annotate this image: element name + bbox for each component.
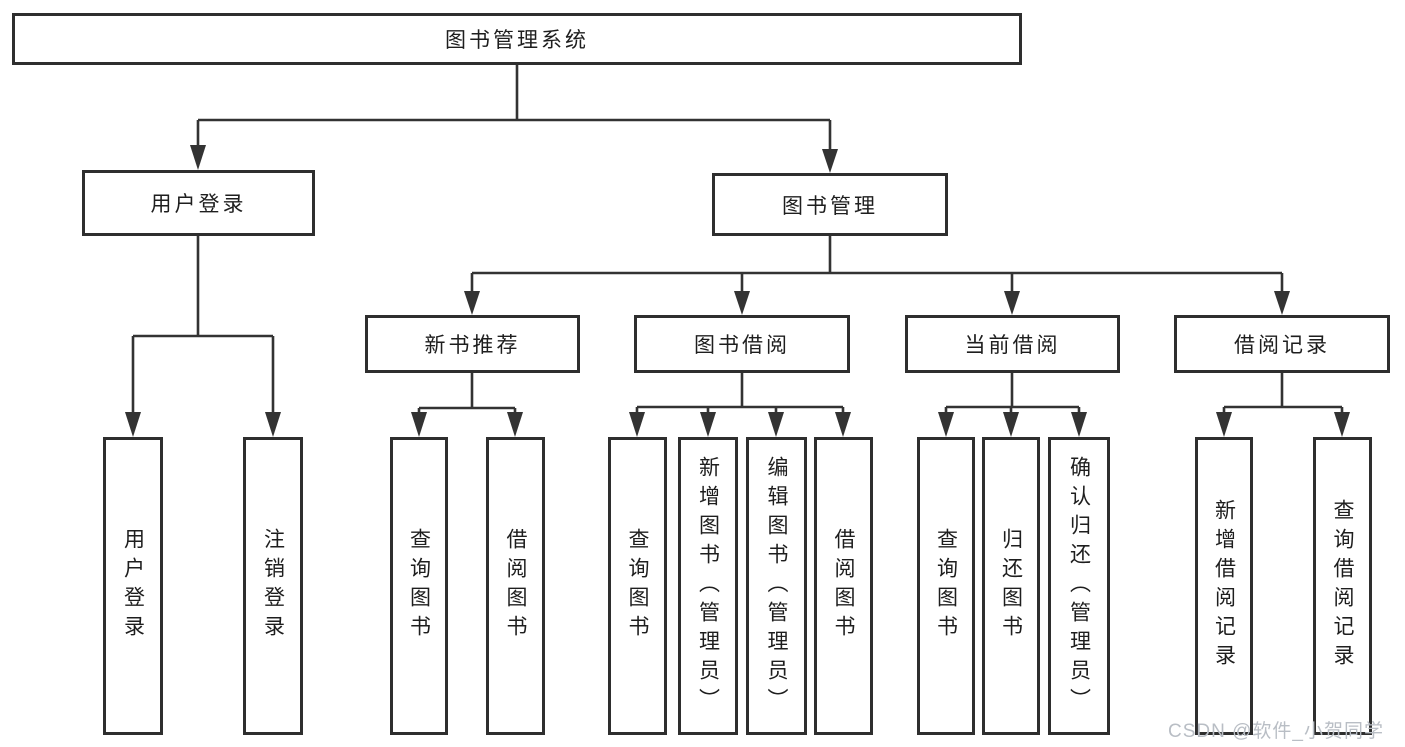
node-book-borrow: 图书借阅 (634, 315, 850, 373)
leaf-borrow-add-books-admin: 新增图书（管理员） (678, 437, 738, 735)
leaf-borrow-query-books-label: 查询图书 (626, 528, 650, 644)
leaf-records-add-record-label: 新增借阅记录 (1212, 499, 1236, 673)
node-borrow-records: 借阅记录 (1174, 315, 1390, 373)
leaf-current-confirm-return-admin-label: 确认归还（管理员） (1067, 455, 1091, 717)
node-root: 图书管理系统 (12, 13, 1022, 65)
node-book-borrow-label: 图书借阅 (694, 334, 790, 357)
node-current-borrow-label: 当前借阅 (964, 334, 1061, 357)
node-current-borrow: 当前借阅 (905, 315, 1120, 373)
leaf-borrow-edit-books-admin-label: 编辑图书（管理员） (765, 455, 789, 717)
leaf-user-login-label: 用户登录 (121, 528, 145, 644)
leaf-logout-label: 注销登录 (261, 528, 285, 644)
leaf-records-add-record: 新增借阅记录 (1195, 437, 1253, 735)
node-user-login: 用户登录 (82, 170, 315, 236)
node-root-label: 图书管理系统 (445, 29, 589, 52)
leaf-records-query-record: 查询借阅记录 (1313, 437, 1372, 735)
leaf-current-query-books-label: 查询图书 (934, 528, 958, 644)
leaf-newrec-borrow-books-label: 借阅图书 (504, 528, 528, 644)
leaf-records-query-record-label: 查询借阅记录 (1331, 499, 1355, 673)
node-borrow-records-label: 借阅记录 (1234, 334, 1330, 357)
leaf-logout: 注销登录 (243, 437, 303, 735)
leaf-current-query-books: 查询图书 (917, 437, 975, 735)
node-user-login-label: 用户登录 (150, 193, 247, 216)
leaf-user-login: 用户登录 (103, 437, 163, 735)
leaf-borrow-borrow-books-label: 借阅图书 (832, 528, 856, 644)
leaf-newrec-borrow-books: 借阅图书 (486, 437, 545, 735)
leaf-current-return-books-label: 归还图书 (999, 528, 1023, 644)
leaf-borrow-edit-books-admin: 编辑图书（管理员） (746, 437, 807, 735)
node-new-book-recommend-label: 新书推荐 (424, 334, 521, 357)
leaf-borrow-borrow-books: 借阅图书 (814, 437, 873, 735)
leaf-current-confirm-return-admin: 确认归还（管理员） (1048, 437, 1110, 735)
leaf-borrow-query-books: 查询图书 (608, 437, 667, 735)
node-new-book-recommend: 新书推荐 (365, 315, 580, 373)
node-book-management-label: 图书管理 (782, 194, 878, 218)
leaf-newrec-query-books: 查询图书 (390, 437, 448, 735)
leaf-newrec-query-books-label: 查询图书 (407, 528, 431, 644)
leaf-borrow-add-books-admin-label: 新增图书（管理员） (696, 455, 720, 717)
leaf-current-return-books: 归还图书 (982, 437, 1040, 735)
node-book-management: 图书管理 (712, 173, 948, 236)
watermark-text: CSDN @软件_小贺同学 (1168, 721, 1384, 742)
